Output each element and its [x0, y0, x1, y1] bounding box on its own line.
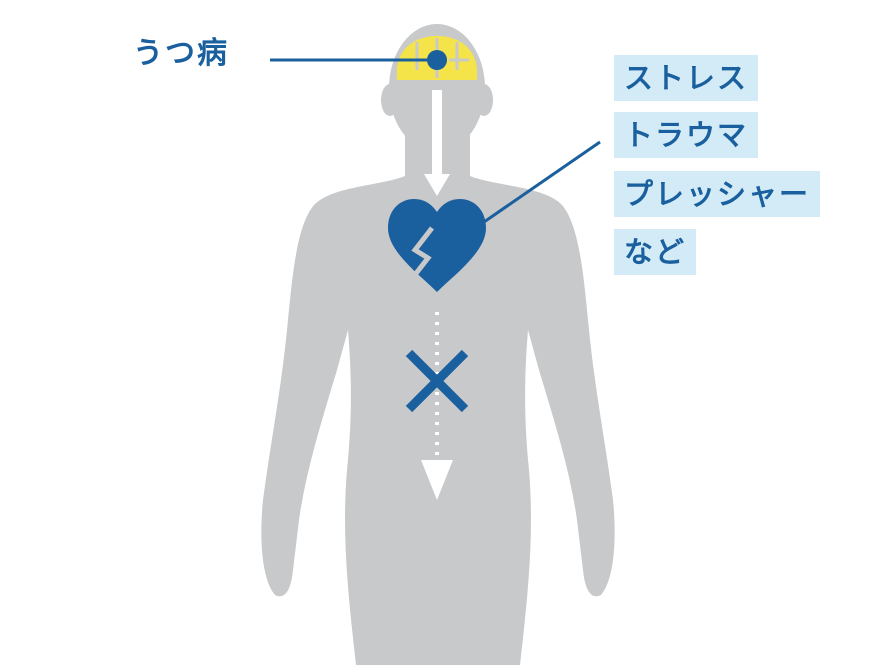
- brain-marker-dot: [427, 50, 447, 70]
- cause-label-pressure: プレッシャー: [614, 171, 821, 217]
- cause-label-stress: ストレス: [614, 55, 759, 101]
- disease-label: うつ病: [133, 36, 229, 71]
- dotted-arrow-head-icon: [421, 460, 453, 500]
- cause-label-trauma: トラウマ: [614, 112, 759, 158]
- heart-pointer-line: [483, 140, 601, 224]
- broken-heart-icon: [388, 199, 486, 292]
- cause-label-etc: など: [614, 229, 697, 275]
- blocked-x-icon: [405, 349, 469, 413]
- down-arrow-icon: [424, 90, 450, 196]
